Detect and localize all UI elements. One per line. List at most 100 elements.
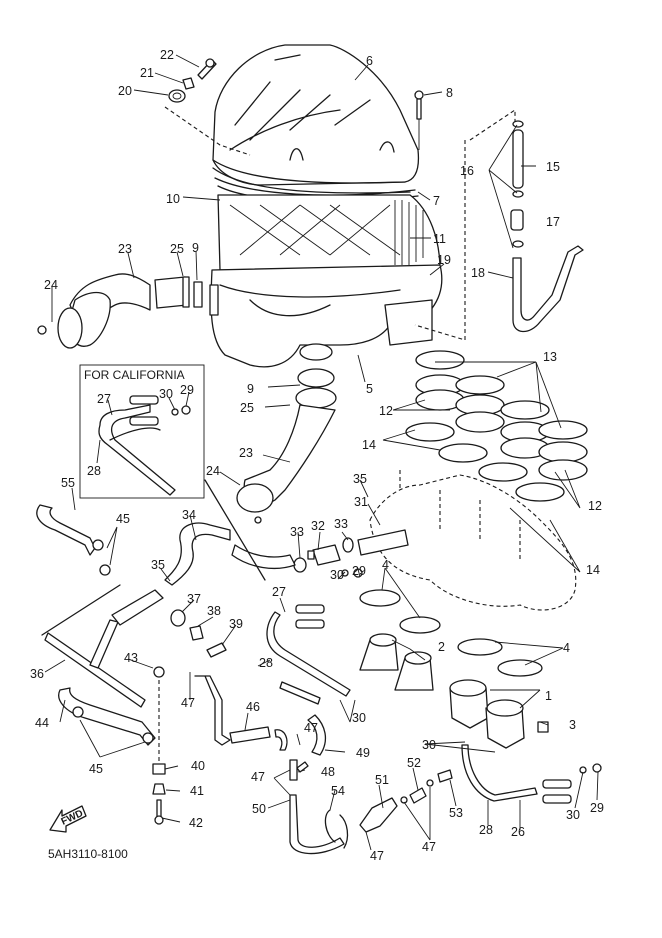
fwd-arrow-icon: FWD (49, 805, 87, 833)
callout-8: 8 (446, 86, 453, 100)
vacuum-valve-32 (307, 544, 341, 566)
callout-35-upper: 35 (353, 472, 367, 486)
callout-3: 3 (569, 718, 576, 732)
callout-30-right: 30 (422, 738, 436, 752)
air-box-case (210, 264, 443, 368)
joint-52 (409, 787, 427, 804)
clip-33a (293, 557, 307, 573)
callout-19: 19 (437, 253, 451, 267)
callout-24-lower: 24 (206, 464, 220, 478)
callout-43: 43 (124, 651, 138, 665)
callout-9-lower: 9 (247, 382, 254, 396)
air-box-cover (212, 44, 420, 194)
carburetor-assembly (369, 470, 577, 611)
callout-30-inset: 30 (159, 387, 173, 401)
callout-21: 21 (140, 66, 154, 80)
callout-27-mid: 27 (272, 585, 286, 599)
callout-28-mid: 28 (259, 656, 273, 670)
collar-21 (182, 77, 195, 90)
callout-20: 20 (118, 84, 132, 98)
fitting-53 (437, 769, 453, 783)
callout-14-lower: 14 (586, 563, 600, 577)
callout-4-upper: 4 (382, 558, 389, 572)
bolt-39 (206, 642, 227, 658)
california-inset: FOR CALIFORNIA (79, 364, 205, 499)
grommet-40 (152, 763, 166, 775)
callout-25-upper: 25 (170, 242, 184, 256)
callout-6: 6 (366, 54, 373, 68)
callout-1: 1 (545, 689, 552, 703)
callout-48: 48 (321, 765, 335, 779)
breather-hose-18 (512, 245, 584, 333)
callout-9-upper: 9 (192, 241, 199, 255)
callout-29-far-right: 29 (590, 801, 604, 815)
collar-41 (152, 783, 166, 795)
callout-4-lower: 4 (563, 641, 570, 655)
clamp-4 (359, 589, 543, 677)
clip-33b (342, 537, 354, 553)
callout-47-d: 47 (370, 849, 384, 863)
leader-lines (44, 54, 599, 851)
joint-2 (359, 633, 434, 691)
callout-45-lower: 45 (89, 762, 103, 776)
callout-labels: 22 21 20 6 8 16 15 7 17 10 11 19 18 23 2… (30, 48, 604, 863)
hose-31 (357, 529, 409, 556)
callout-26: 26 (511, 825, 525, 839)
callout-23-upper: 23 (118, 242, 132, 256)
callout-11: 11 (433, 232, 446, 246)
callout-35-lower: 35 (151, 558, 165, 572)
callout-12-upper: 12 (379, 404, 393, 418)
callout-51: 51 (375, 773, 389, 787)
callout-2: 2 (438, 640, 445, 654)
callout-18: 18 (471, 266, 485, 280)
callout-10: 10 (166, 192, 180, 206)
nut-43 (153, 666, 165, 678)
callout-54: 54 (331, 784, 345, 798)
bolt-22 (197, 58, 217, 80)
callout-25-lower: 25 (240, 401, 254, 415)
callout-31: 31 (354, 495, 368, 509)
part-code: 5AH3110-8100 (48, 847, 128, 861)
callout-41: 41 (190, 784, 204, 798)
callout-13: 13 (543, 350, 557, 364)
inset-title: FOR CALIFORNIA (84, 368, 185, 382)
callout-47-b: 47 (304, 721, 318, 735)
bolt-42 (154, 799, 164, 825)
callout-17: 17 (546, 215, 560, 229)
joint-48 (289, 759, 309, 781)
callout-47-e: 47 (422, 840, 436, 854)
grommet-37 (170, 609, 186, 627)
callout-7: 7 (433, 194, 440, 208)
callout-55: 55 (61, 476, 75, 490)
callout-47-a: 47 (181, 696, 195, 710)
callout-38: 38 (207, 604, 221, 618)
collar-38 (189, 625, 204, 641)
pipe-36 (44, 589, 164, 708)
intake-joints-12 (415, 350, 588, 481)
callout-39: 39 (229, 617, 243, 631)
callout-28-lower: 28 (479, 823, 493, 837)
screw-8 (414, 90, 424, 150)
callout-24-upper: 24 (44, 278, 58, 292)
callout-53: 53 (449, 806, 463, 820)
callout-28-inset: 28 (87, 464, 101, 478)
hose-26 (542, 779, 572, 789)
fwd-label: FWD (60, 808, 85, 828)
callout-33-left: 33 (290, 525, 304, 539)
callout-47-c: 47 (251, 770, 265, 784)
callout-37: 37 (187, 592, 201, 606)
callout-32: 32 (311, 519, 325, 533)
callout-12-lower: 12 (588, 499, 602, 513)
callout-50: 50 (252, 802, 266, 816)
callout-16: 16 (460, 164, 474, 178)
callout-15: 15 (546, 160, 560, 174)
callout-22: 22 (160, 48, 174, 62)
clamps-14 (405, 422, 565, 502)
grommet-20 (168, 89, 186, 103)
callout-30-mid: 30 (330, 568, 344, 582)
callout-29-mid: 29 (352, 564, 366, 578)
callout-33-right: 33 (334, 517, 348, 531)
clip-54 (324, 809, 349, 849)
callout-45-upper: 45 (116, 512, 130, 526)
hose-47-line (194, 675, 231, 746)
